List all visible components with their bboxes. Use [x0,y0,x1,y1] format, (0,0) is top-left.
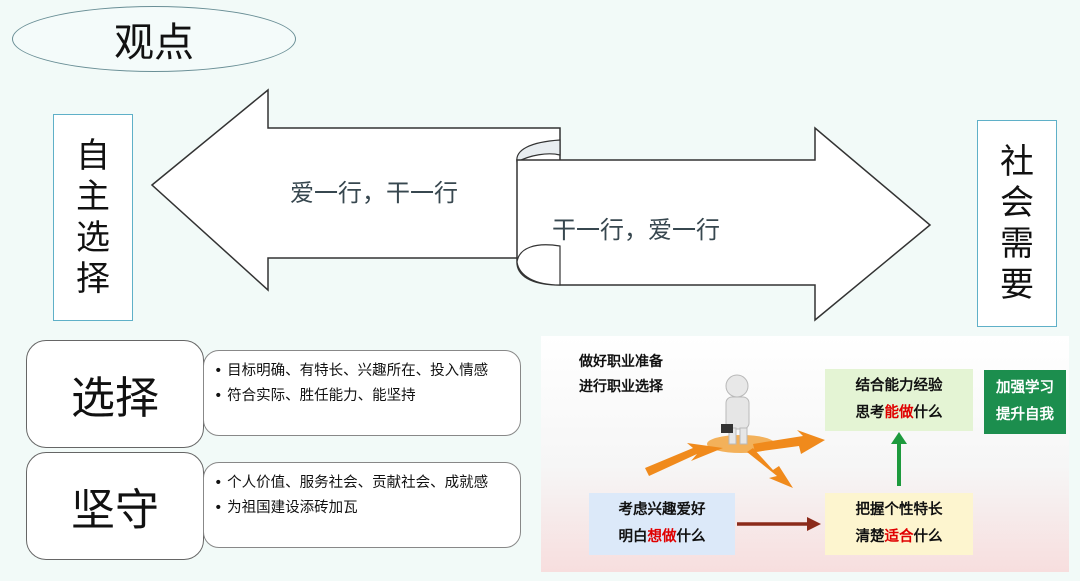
trait-em: 适合 [884,529,914,545]
title-oval: 观点 [12,6,296,72]
double-arrow-graphic [150,88,932,322]
ability-box: 结合能力经验 思考能做什么 [825,369,973,431]
bullet-item: • 为祖国建设添砖加瓦 [214,500,358,516]
interest-em: 想做 [647,529,677,545]
left-label-box: 自 主 选 择 [53,114,133,321]
arrow-left-text: 爱一行，干一行 [290,179,458,207]
learn-line: 加强学习 [996,380,1054,396]
left-label-char: 自 [76,135,110,176]
right-label-char: 会 [1000,182,1034,223]
orange-arrow-left [645,443,723,476]
trait-pre: 清楚 [855,529,885,545]
ability-post: 什么 [913,405,943,421]
right-label-box: 社 会 需 要 [977,120,1057,327]
scroll-curl-bottom [516,244,561,286]
arrow-right-text: 干一行，爱一行 [552,216,720,244]
trait-box: 把握个性特长 清楚适合什么 [825,493,973,555]
choice-description: • 目标明确、有特长、兴趣所在、投入情感 • 符合实际、胜任能力、能坚持 [203,350,521,436]
trait-line2: 清楚适合什么 [856,524,943,551]
choice-label-box: 选择 [26,340,204,448]
brown-arrow-right [807,517,821,531]
panel-heading-line: 进行职业选择 [579,379,663,395]
left-label-char: 选 [76,217,110,258]
interest-pre: 明白 [618,529,648,545]
right-label-char: 要 [1000,264,1034,305]
learn-line: 提升自我 [996,407,1054,423]
persist-label-box: 坚守 [26,452,204,560]
ability-em: 能做 [884,405,914,421]
persist-description: • 个人价值、服务社会、贡献社会、成就感 • 为祖国建设添砖加瓦 [203,462,521,548]
right-label-char: 需 [1000,223,1034,264]
bullet-item: • 个人价值、服务社会、贡献社会、成就感 [214,475,489,491]
page-title: 观点 [114,20,194,66]
bullet-item: • 符合实际、胜任能力、能坚持 [214,388,416,404]
ability-pre: 思考 [855,405,885,421]
interest-line1: 考虑兴趣爱好 [618,502,706,518]
interest-box: 考虑兴趣爱好 明白想做什么 [589,493,735,555]
trait-post: 什么 [913,529,943,545]
interest-line2: 明白想做什么 [619,524,706,551]
green-arrow-up [891,432,907,444]
ability-line1: 结合能力经验 [855,378,943,394]
persist-label: 坚守 [71,485,159,536]
ability-line2: 思考能做什么 [856,400,943,427]
left-label-char: 择 [76,258,110,299]
trait-line1: 把握个性特长 [855,502,943,518]
interest-post: 什么 [676,529,706,545]
bullet-item: • 目标明确、有特长、兴趣所在、投入情感 [214,363,489,379]
orange-arrow-right [753,430,825,454]
person-figure-icon [721,374,750,445]
panel-graphics [645,374,907,531]
right-label-char: 社 [1000,141,1034,182]
orange-arrow-down [747,448,793,488]
panel-heading-line: 做好职业准备 [579,354,663,370]
career-prep-panel: 做好职业准备 进行职业选择 结合能力经验 思考能做什么 加强学习 提升自我 考虑… [541,336,1069,572]
left-label-char: 主 [76,176,110,217]
choice-label: 选择 [71,373,159,424]
learn-box: 加强学习 提升自我 [984,370,1066,434]
panel-heading: 做好职业准备 进行职业选择 [579,350,663,400]
